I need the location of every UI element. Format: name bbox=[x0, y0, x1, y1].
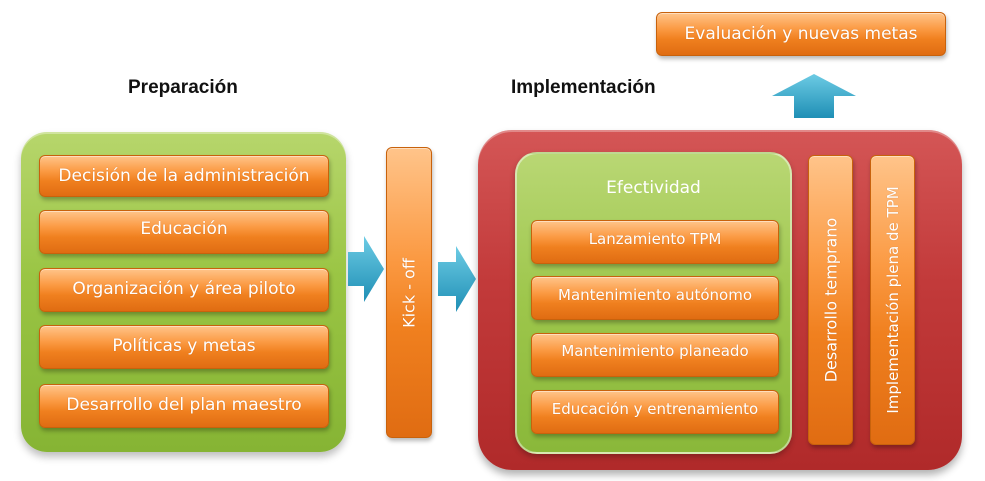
prep-step-label: Decisión de la administración bbox=[58, 166, 310, 186]
early-development-box: Desarrollo temprano bbox=[808, 155, 853, 445]
prep-step-label: Desarrollo del plan maestro bbox=[66, 395, 302, 415]
prep-step-2: Educación bbox=[39, 210, 329, 254]
effectiveness-item-label: Educación y entrenamiento bbox=[551, 400, 759, 418]
up-arrow bbox=[772, 74, 856, 118]
prep-step-label: Educación bbox=[140, 219, 228, 239]
prep-step-1: Decisión de la administración bbox=[39, 155, 329, 197]
evaluation-label: Evaluación y nuevas metas bbox=[684, 24, 918, 44]
right-arrow-1 bbox=[348, 236, 384, 302]
early-development-label: Desarrollo temprano bbox=[821, 217, 840, 383]
prep-step-label: Organización y área piloto bbox=[72, 279, 296, 299]
implementation-heading: Implementación bbox=[511, 77, 656, 98]
prep-step-3: Organización y área piloto bbox=[39, 268, 329, 312]
effectiveness-item-2: Mantenimiento autónomo bbox=[531, 276, 779, 320]
kickoff-label: Kick - off bbox=[399, 257, 419, 328]
prep-step-5: Desarrollo del plan maestro bbox=[39, 384, 329, 428]
full-implementation-box: Implementación plena de TPM bbox=[870, 155, 915, 445]
preparation-heading: Preparación bbox=[128, 77, 238, 98]
prep-step-4: Políticas y metas bbox=[39, 325, 329, 369]
right-arrow-2 bbox=[438, 246, 476, 312]
effectiveness-item-label: Mantenimiento autónomo bbox=[558, 286, 752, 304]
effectiveness-item-3: Mantenimiento planeado bbox=[531, 333, 779, 377]
prep-step-label: Políticas y metas bbox=[112, 336, 256, 356]
kickoff-box: Kick - off bbox=[386, 147, 432, 438]
evaluation-box: Evaluación y nuevas metas bbox=[656, 12, 946, 56]
effectiveness-item-label: Mantenimiento planeado bbox=[561, 342, 749, 360]
effectiveness-item-1: Lanzamiento TPM bbox=[531, 220, 779, 264]
full-implementation-label: Implementación plena de TPM bbox=[883, 186, 902, 414]
effectiveness-title: Efectividad bbox=[606, 178, 701, 198]
effectiveness-item-label: Lanzamiento TPM bbox=[588, 230, 722, 248]
effectiveness-item-4: Educación y entrenamiento bbox=[531, 390, 779, 434]
